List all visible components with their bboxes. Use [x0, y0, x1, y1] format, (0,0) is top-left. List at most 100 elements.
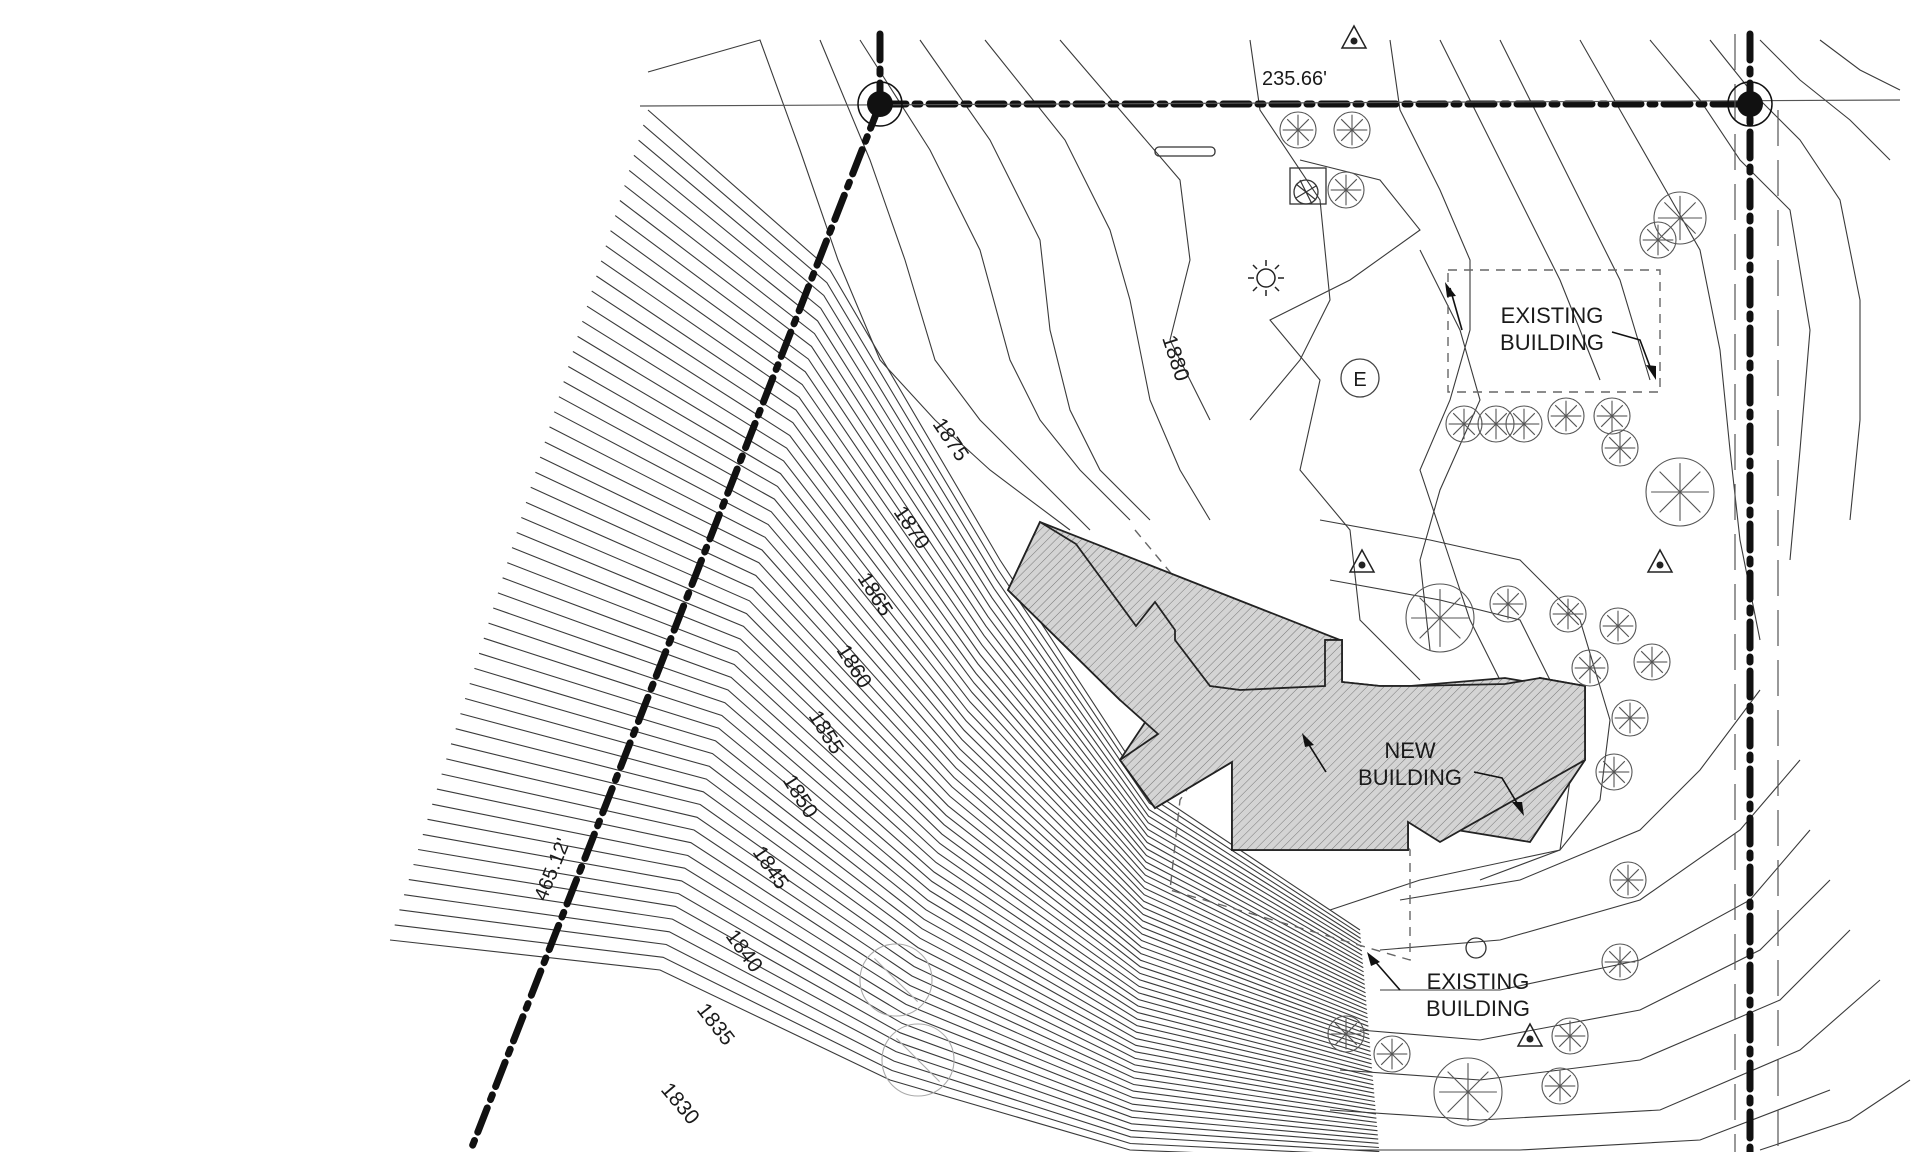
contour-label: 1875 — [928, 414, 973, 466]
contour-line — [408, 879, 1379, 1144]
tree-icon — [1645, 457, 1715, 527]
contour-line — [455, 728, 1375, 1103]
top-boundary-dimension: 235.66' — [1262, 68, 1327, 90]
contour-line — [488, 622, 1373, 1073]
existing-building-south-label-line2: BUILDING — [1426, 996, 1530, 1021]
drainage-grate-icon — [1154, 146, 1216, 157]
contour-line — [544, 441, 1369, 1023]
contour-line — [586, 305, 1365, 985]
contour-line — [502, 577, 1372, 1061]
tree-icon — [1571, 649, 1609, 687]
tree-icon — [1551, 1017, 1589, 1055]
existing-building-north-outline — [1447, 269, 1661, 393]
tree-icon — [1593, 397, 1631, 435]
tree-symbols — [859, 111, 1715, 1127]
contour-line — [399, 909, 1380, 1152]
contour-line — [577, 335, 1366, 994]
contour-line — [642, 124, 1361, 935]
contour-line — [511, 547, 1371, 1052]
tree-icon — [1327, 171, 1365, 209]
contour-line — [521, 516, 1370, 1044]
contour-line — [413, 863, 1379, 1140]
contour-line — [535, 471, 1369, 1031]
contour-label: 1880 — [1157, 332, 1193, 384]
electric-meter-label: E — [1353, 369, 1366, 391]
contour-label: 1835 — [692, 999, 739, 1050]
existing-building-north-label-line2: BUILDING — [1500, 330, 1604, 355]
tree-icon — [1541, 1067, 1579, 1105]
building-label-arrows — [1302, 282, 1656, 991]
contour-line — [389, 939, 1194, 1152]
tree-icon — [1489, 585, 1527, 623]
contour-label: 1845 — [748, 842, 793, 894]
tree-icon — [1445, 405, 1483, 443]
tree-icon — [1653, 191, 1707, 245]
new-building-main-wing — [1006, 520, 1586, 851]
tree-icon — [1595, 753, 1633, 791]
tree-icon — [1433, 1057, 1503, 1127]
contour-line — [474, 667, 1374, 1086]
contour-line — [596, 275, 1365, 977]
existing-building-north-label-line1: EXISTING — [1501, 303, 1604, 328]
contour-line — [591, 290, 1365, 981]
contour-line — [493, 607, 1373, 1069]
tree-icon — [1599, 607, 1637, 645]
north-contour-lines — [647, 39, 1901, 681]
tree-icon — [1547, 397, 1585, 435]
contour-line — [563, 381, 1367, 1006]
utility-box-icon — [1289, 167, 1327, 205]
contour-label: 1840 — [721, 925, 767, 976]
contour-line — [516, 531, 1371, 1048]
tree-icon — [1633, 643, 1671, 681]
contour-line — [418, 848, 1378, 1136]
manhole-icon — [1465, 937, 1487, 959]
contour-line — [582, 320, 1366, 989]
survey-triangle-icon — [1516, 1022, 1544, 1047]
contour-line — [507, 562, 1372, 1057]
contour-line — [427, 818, 1378, 1128]
contour-line — [605, 245, 1364, 969]
contour-line — [478, 652, 1374, 1082]
tree-icon — [1405, 583, 1475, 653]
southwest-contour-lines — [389, 109, 1380, 1152]
property-boundary — [466, 30, 1901, 1152]
contour-line — [633, 154, 1362, 943]
survey-triangle-icon — [1340, 24, 1368, 49]
southeast-contour-lines — [1319, 249, 1911, 1151]
contour-line — [539, 456, 1369, 1027]
contour-line — [568, 366, 1367, 1002]
tree-icon — [1601, 943, 1639, 981]
corner-monument-nw — [857, 81, 903, 127]
new-building-label-line1: NEW — [1384, 738, 1436, 763]
contour-line — [558, 396, 1368, 1011]
survey-triangle-icon — [1646, 548, 1674, 573]
tree-icon — [1549, 595, 1587, 633]
tree-icon — [1373, 1035, 1411, 1073]
contour-line — [441, 773, 1377, 1115]
contour-line — [436, 788, 1377, 1119]
tree-icon — [1505, 405, 1543, 443]
electric-meter-icon: E — [1340, 358, 1380, 398]
tree-icon — [881, 1023, 955, 1097]
tree-icon — [859, 943, 933, 1017]
light-pole-icon — [1248, 260, 1284, 296]
contour-line — [422, 833, 1378, 1132]
contour-line — [624, 185, 1363, 952]
tree-icon — [1333, 111, 1371, 149]
contour-line — [628, 169, 1362, 948]
contour-line — [483, 637, 1373, 1077]
contour-line — [610, 230, 1364, 964]
tree-icon — [1639, 221, 1677, 259]
survey-marker-icons — [1340, 24, 1674, 1047]
tree-icon — [1609, 861, 1647, 899]
contour-line — [638, 139, 1361, 939]
contour-line — [614, 215, 1363, 960]
contour-line — [549, 426, 1368, 1019]
contour-line — [404, 894, 1379, 1149]
contour-line — [647, 109, 1361, 931]
tree-icon — [1327, 1015, 1365, 1053]
contour-line — [600, 260, 1364, 973]
contour-line — [530, 486, 1370, 1036]
tree-icon — [1611, 699, 1649, 737]
